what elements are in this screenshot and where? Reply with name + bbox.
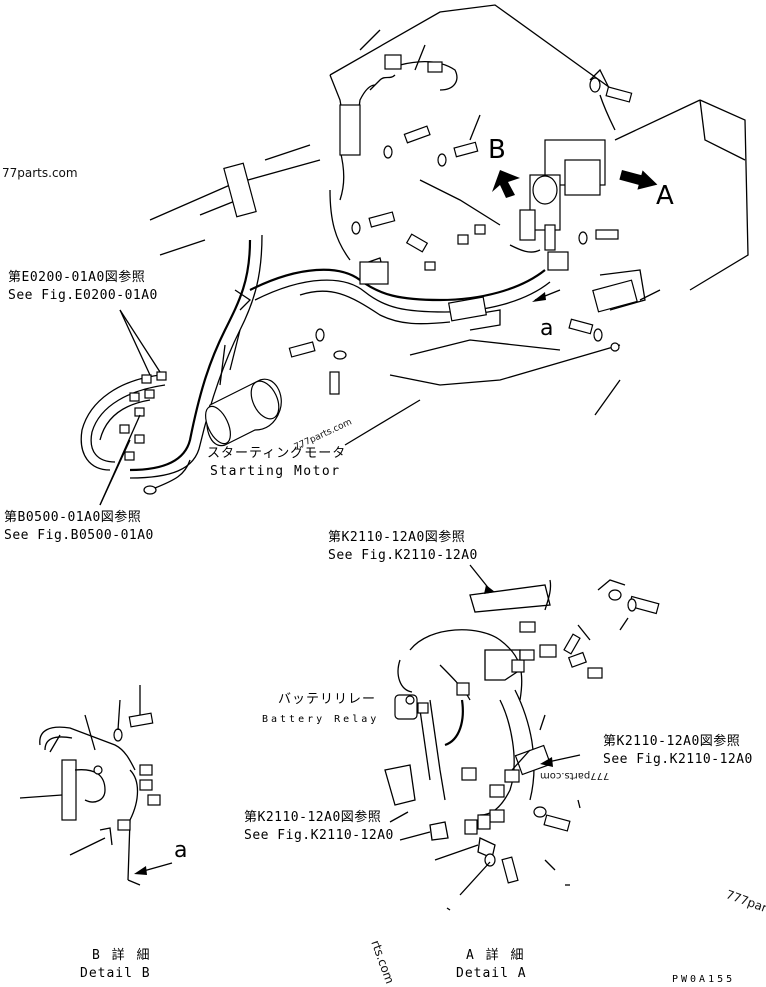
watermark-detail-a: 777parts.com — [540, 770, 610, 781]
view-letter-b: B — [488, 135, 507, 165]
view-letter-a-lower-main: a — [540, 316, 554, 341]
detail-a-title-en: Detail A — [456, 966, 527, 981]
battery-relay-label-en: Battery Relay — [262, 714, 380, 725]
watermark-top-left: 77parts.com — [2, 166, 78, 180]
k2110-right-callout-jp: 第K2110-12A0図参照 — [603, 734, 741, 749]
k2110-left-callout-en: See Fig.K2110-12A0 — [244, 828, 394, 843]
drawing-code: PW0A155 — [672, 974, 736, 985]
detail-b-title-jp: B 詳 細 — [92, 948, 152, 963]
k2110-left-callout-jp: 第K2110-12A0図参照 — [244, 810, 382, 825]
b0500-callout-en: See Fig.B0500-01A0 — [4, 528, 154, 543]
starting-motor-label-en: Starting Motor — [210, 464, 341, 479]
detail-a-drawing — [384, 564, 660, 911]
k2110-right-callout-en: See Fig.K2110-12A0 — [603, 752, 753, 767]
view-letter-a-lower-detail: a — [174, 838, 188, 863]
k2110-top-callout-en: See Fig.K2110-12A0 — [328, 548, 478, 563]
main-relay-cluster — [223, 54, 638, 322]
battery-relay-label-jp: バッテリリレー — [278, 692, 377, 707]
k2110-top-callout-jp: 第K2110-12A0図参照 — [328, 530, 466, 545]
detail-b-drawing — [19, 685, 173, 886]
detail-b-title-en: Detail B — [80, 966, 151, 981]
e0200-callout-en: See Fig.E0200-01A0 — [8, 288, 158, 303]
b0500-callout-jp: 第B0500-01A0図参照 — [4, 510, 142, 525]
view-arrows — [492, 169, 658, 302]
view-letter-a: A — [656, 181, 675, 211]
starting-motor-label-jp: スターティングモータ — [207, 446, 347, 461]
starting-motor-shape — [205, 378, 282, 447]
detail-a-title-jp: A 詳 細 — [466, 948, 526, 963]
bolts-main — [288, 77, 633, 395]
left-loop-harness — [80, 371, 191, 495]
frame-outline — [149, 4, 749, 386]
main-harness — [129, 61, 616, 479]
e0200-callout-jp: 第E0200-01A0図参照 — [8, 270, 146, 285]
